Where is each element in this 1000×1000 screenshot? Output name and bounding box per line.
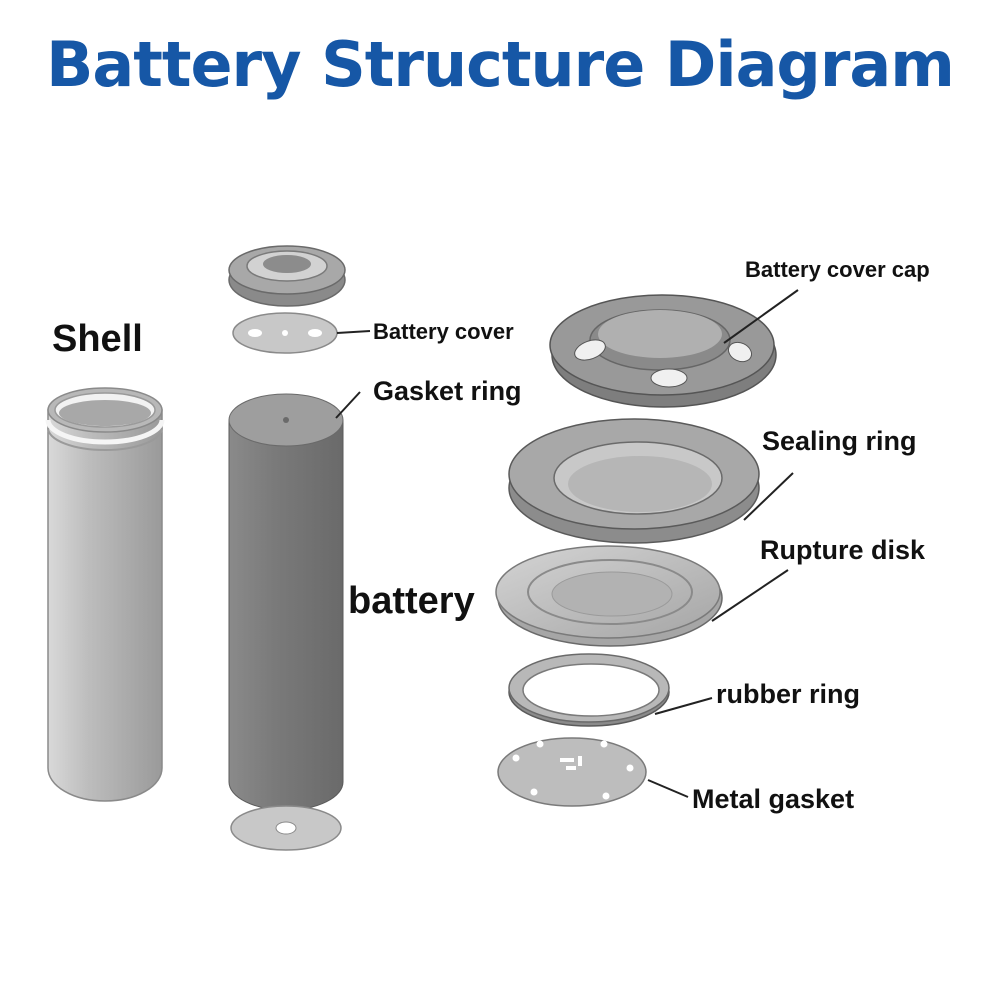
shell-part (45, 387, 165, 802)
leader-line-gasket-ring (335, 391, 361, 419)
metal-gasket-part (497, 737, 647, 807)
battery-cover-cap-part (549, 294, 777, 408)
label-battery-cover: Battery cover (373, 319, 514, 344)
leader-line-rupture-disk (711, 569, 789, 622)
label-gasket-ring: Gasket ring (373, 376, 522, 406)
bottom-washer-part (230, 805, 342, 851)
label-battery-cover-cap: Battery cover cap (745, 257, 930, 282)
leader-line-sealing-ring (743, 472, 794, 521)
battery-cover-disc (232, 312, 338, 354)
sealing-ring-part (508, 418, 760, 544)
diagram-title: Battery Structure Diagram (46, 28, 955, 101)
leader-line-metal-gasket (647, 779, 689, 798)
leader-line-rubber-ring (654, 697, 713, 715)
label-metal-gasket: Metal gasket (692, 784, 855, 814)
battery-cover-top-part (228, 245, 346, 307)
battery-body-part (228, 393, 344, 811)
label-rupture-disk: Rupture disk (760, 535, 926, 565)
label-sealing-ring: Sealing ring (762, 426, 917, 456)
label-battery: battery (348, 580, 475, 622)
label-rubber-ring: rubber ring (716, 679, 861, 709)
rubber-ring-part (508, 653, 670, 727)
rupture-disk-part (495, 545, 723, 647)
leader-line-battery-cover (336, 330, 371, 334)
leader-line-battery-cover-cap (723, 289, 799, 344)
label-shell: Shell (52, 318, 143, 360)
